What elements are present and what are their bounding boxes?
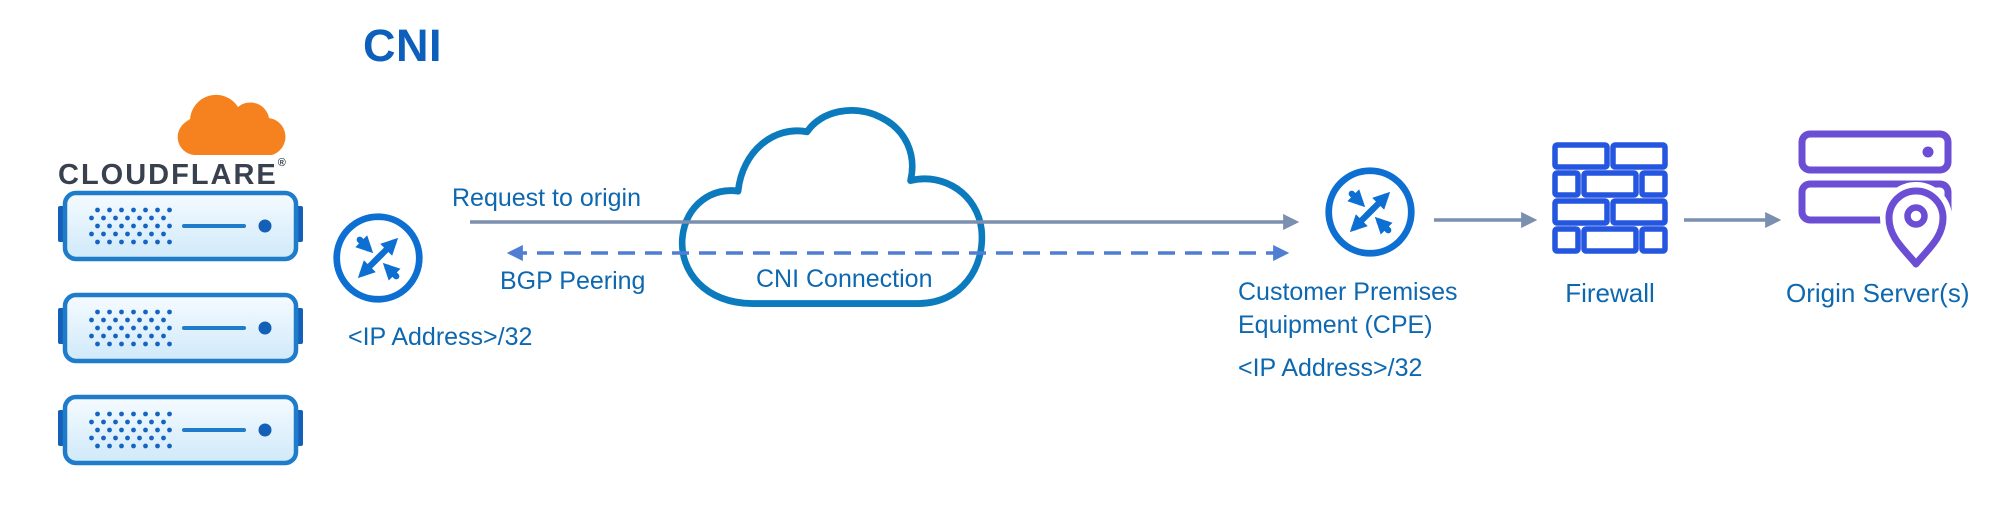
firewall-label: Firewall	[1565, 278, 1655, 308]
cloudflare-wordmark: CLOUDFLARE®	[58, 157, 286, 192]
cpe-name-label: Customer Premises Equipment (CPE)	[1238, 276, 1458, 342]
location-pin-icon	[1879, 182, 1953, 270]
origin-server-icon	[1798, 130, 1953, 270]
cpe-router-icon	[1322, 164, 1418, 260]
bgp-peering-label: BGP Peering	[500, 267, 646, 295]
cloudflare-logo-cloud-icon	[177, 94, 286, 155]
cni-connection-label: CNI Connection	[756, 265, 933, 293]
request-to-origin-label: Request to origin	[452, 184, 642, 212]
registered-mark: ®	[277, 157, 286, 169]
cpe-ip-label: <IP Address>/32	[1238, 354, 1423, 382]
firewall-icon	[1552, 142, 1668, 254]
diagram-title: CNI	[363, 20, 442, 71]
origin-servers-label: Origin Server(s)	[1786, 278, 1970, 308]
cpe-name-line1: Customer Premises	[1238, 278, 1458, 306]
cloudflare-wordmark-text: CLOUDFLARE	[58, 159, 278, 191]
edge-router-ip-label: <IP Address>/32	[348, 323, 533, 351]
cpe-name-line2: Equipment (CPE)	[1238, 311, 1433, 339]
